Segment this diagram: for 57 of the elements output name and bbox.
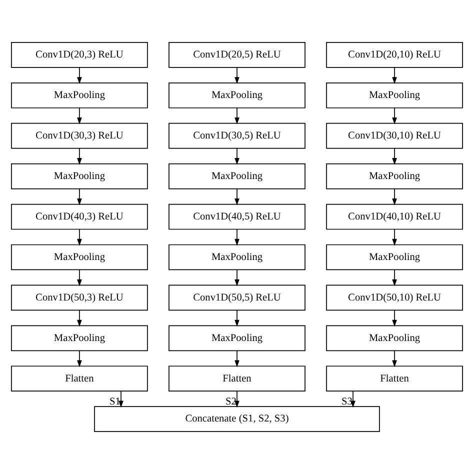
node-box: MaxPooling bbox=[326, 82, 463, 108]
arrow bbox=[392, 108, 397, 124]
node-box: Conv1D(40,10) ReLU bbox=[326, 204, 463, 230]
arrow bbox=[392, 310, 397, 327]
node-box: Conv1D(40,5) ReLU bbox=[168, 204, 306, 230]
node-box: Flatten bbox=[168, 366, 306, 392]
arrow bbox=[77, 67, 82, 84]
node-box: Conv1D(20,3) ReLU bbox=[11, 42, 148, 68]
arrow bbox=[392, 67, 397, 84]
arrow bbox=[234, 148, 240, 165]
arrow bbox=[234, 188, 240, 206]
arrow bbox=[77, 108, 82, 124]
arrow bbox=[392, 228, 397, 246]
edge-label: S3 bbox=[342, 396, 352, 408]
node-box: Flatten bbox=[326, 366, 463, 392]
node-box: MaxPooling bbox=[168, 244, 306, 270]
edge-label: S1 bbox=[110, 396, 120, 408]
node-box: MaxPooling bbox=[11, 244, 148, 270]
node-box: Flatten bbox=[11, 366, 148, 392]
arrow bbox=[234, 67, 240, 84]
node-box: Conv1D(30,3) ReLU bbox=[11, 122, 148, 149]
arrow bbox=[234, 269, 240, 286]
node-box: Conv1D(30,5) ReLU bbox=[168, 122, 306, 149]
node-box: Conv1D(40,3) ReLU bbox=[11, 204, 148, 230]
node-box: MaxPooling bbox=[11, 325, 148, 352]
arrow bbox=[234, 310, 240, 327]
arrow bbox=[392, 350, 397, 368]
node-box: Conv1D(50,5) ReLU bbox=[168, 284, 306, 311]
node-box: MaxPooling bbox=[326, 244, 463, 270]
node-box: MaxPooling bbox=[168, 82, 306, 108]
node-box: MaxPooling bbox=[11, 82, 148, 108]
arrow bbox=[234, 108, 240, 124]
node-box: Conv1D(20,5) ReLU bbox=[168, 42, 306, 68]
node-box: MaxPooling bbox=[168, 163, 306, 190]
arrow bbox=[392, 188, 397, 206]
arrow bbox=[77, 188, 82, 206]
edge-label: S2 bbox=[226, 396, 236, 408]
arrow bbox=[392, 269, 397, 286]
arrow bbox=[77, 310, 82, 327]
node-box: Conv1D(50,10) ReLU bbox=[326, 284, 463, 311]
node-box: Conv1D(20,10) ReLU bbox=[326, 42, 463, 68]
arrow bbox=[77, 148, 82, 165]
arrow bbox=[234, 350, 240, 368]
arrow bbox=[77, 350, 82, 368]
arrow bbox=[77, 228, 82, 246]
arrow bbox=[77, 269, 82, 286]
arrow bbox=[118, 390, 124, 408]
node-box: MaxPooling bbox=[11, 163, 148, 190]
node-box: Concatenate (S1, S2, S3) bbox=[94, 406, 380, 432]
node-box: MaxPooling bbox=[326, 163, 463, 190]
arrow bbox=[234, 228, 240, 246]
node-box: Conv1D(30,10) ReLU bbox=[326, 122, 463, 149]
node-box: MaxPooling bbox=[168, 325, 306, 352]
arrow bbox=[234, 390, 240, 408]
node-box: MaxPooling bbox=[326, 325, 463, 352]
arrow bbox=[392, 148, 397, 165]
node-box: Conv1D(50,3) ReLU bbox=[11, 284, 148, 311]
